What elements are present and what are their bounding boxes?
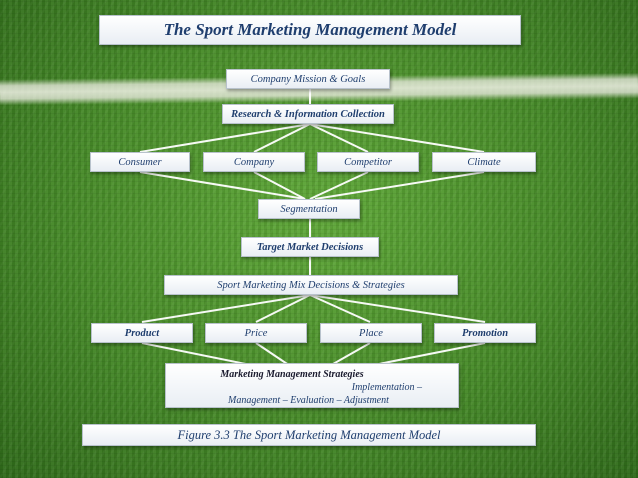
- node-research: Research & Information Collection: [222, 104, 394, 124]
- connector-consumer-segmentation: [139, 171, 306, 200]
- node-company-mission: Company Mission & Goals: [226, 69, 390, 89]
- node-place: Place: [320, 323, 422, 343]
- diagram-title: The Sport Marketing Management Model: [99, 15, 521, 45]
- connector-mix-product: [141, 294, 311, 323]
- connector-research-competitor: [309, 123, 369, 153]
- connector-company-segmentation: [253, 171, 306, 200]
- node-consumer: Consumer: [90, 152, 190, 172]
- node-product: Product: [91, 323, 193, 343]
- connector-climate-segmentation: [314, 171, 485, 200]
- connector-research-consumer: [139, 123, 311, 153]
- connector-mix-price: [255, 294, 311, 323]
- connector-research-climate: [309, 123, 485, 153]
- strategies-line-management: Management – Evaluation – Adjustment: [228, 395, 389, 406]
- connector-mix-place: [309, 294, 371, 323]
- node-segmentation: Segmentation: [258, 199, 360, 219]
- connector-mix-promotion: [309, 294, 486, 323]
- node-promotion: Promotion: [434, 323, 536, 343]
- node-marketing-mix: Sport Marketing Mix Decisions & Strategi…: [164, 275, 458, 295]
- node-company: Company: [203, 152, 305, 172]
- strategies-heading: Marketing Management Strategies: [220, 369, 364, 380]
- figure-caption: Figure 3.3 The Sport Marketing Managemen…: [82, 424, 536, 446]
- node-climate: Climate: [432, 152, 536, 172]
- connector-competitor-segmentation: [309, 171, 369, 200]
- node-target-market: Target Market Decisions: [241, 237, 379, 257]
- strategies-line-implementation: Implementation –: [351, 382, 422, 393]
- node-management-strategies: Marketing Management Strategies Implemen…: [165, 363, 459, 408]
- node-price: Price: [205, 323, 307, 343]
- node-competitor: Competitor: [317, 152, 419, 172]
- connector-research-company: [253, 123, 311, 153]
